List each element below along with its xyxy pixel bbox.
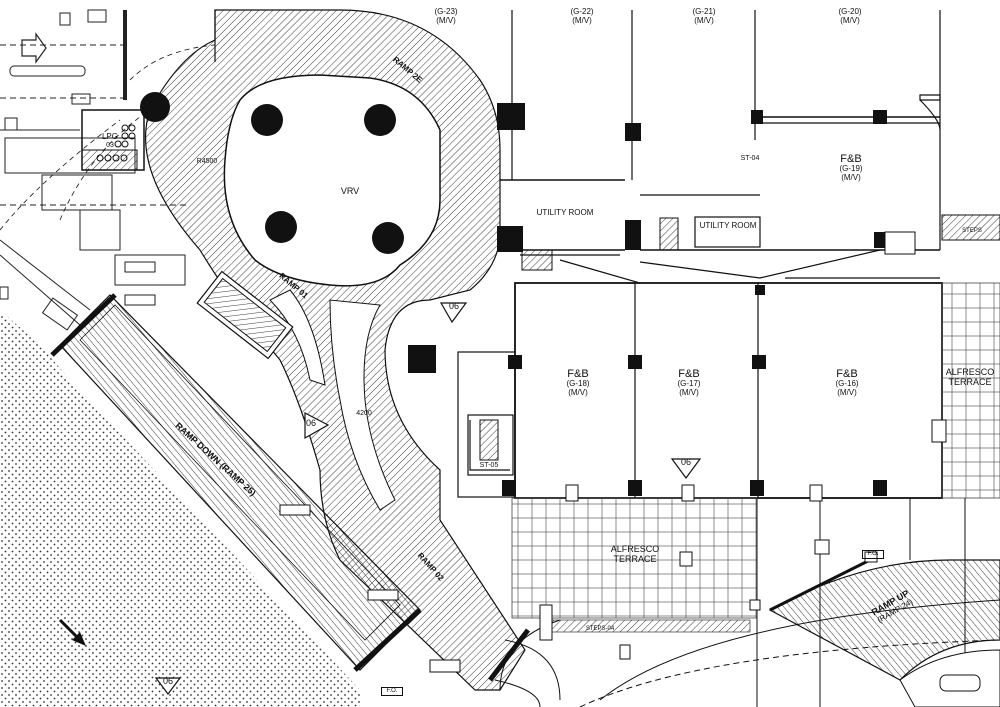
st05-label: ST-05 <box>479 462 499 469</box>
steps-right-label: STEPS <box>962 228 982 234</box>
unit-g22-type: (M/V) <box>572 15 592 25</box>
ramp-equipment-block <box>196 270 294 360</box>
unit-g17-label: F&B (G-17) (M/V) <box>664 368 714 398</box>
north-arrow-icon <box>58 618 86 646</box>
unit-g18-name: F&B <box>567 368 589 380</box>
unit-g19-name: F&B <box>840 153 862 165</box>
top-left-service-area <box>0 9 190 331</box>
lpg-name: LPG <box>101 132 118 141</box>
section-marker-1: 06 <box>448 301 459 311</box>
alfresco-grid-center <box>511 497 758 619</box>
lpg-number: 03 <box>106 141 114 149</box>
ramp-down-25 <box>50 293 422 672</box>
fire-outlet-1: F.O. <box>381 687 403 696</box>
unit-g16-type: (M/V) <box>837 387 857 397</box>
unit-g18-label: F&B (G-18) (M/V) <box>553 368 603 398</box>
stair-st05 <box>479 419 499 461</box>
unit-g23-type: (M/V) <box>436 15 456 25</box>
vrv-core <box>223 74 441 287</box>
unit-g23-code: (G-23) <box>434 7 458 16</box>
unit-g22-label: (G-22) (M/V) <box>561 7 603 26</box>
section-marker-3: 06 <box>680 457 691 467</box>
unit-g20-code: (G-20) <box>838 7 862 16</box>
steps-04-label: STEPS-04 <box>585 626 615 632</box>
unit-g21-label: (G-21) (M/V) <box>683 7 725 26</box>
section-marker-2: 06 <box>305 418 316 428</box>
utility-room-label-1: UTILITY ROOM <box>536 208 594 217</box>
section-marker-4: 06 <box>162 676 173 686</box>
utility-room-label-2: UTILITY ROOM <box>699 221 757 230</box>
unit-g22-code: (G-22) <box>570 7 594 16</box>
unit-g19-code: (G-19) <box>839 164 863 174</box>
radius-label-2: 4200 <box>356 410 372 417</box>
unit-g17-code: (G-17) <box>677 379 701 389</box>
stair-utility <box>521 249 553 271</box>
alfresco-terrace-right-label: ALFRESCO TERRACE <box>945 367 995 387</box>
st04-label: ST-04 <box>740 155 760 162</box>
unit-g16-code: (G-16) <box>835 379 859 389</box>
steps-right <box>941 214 1000 241</box>
landscape-dotted-area <box>0 310 360 707</box>
unit-g17-type: (M/V) <box>679 387 699 397</box>
unit-g23-label: (G-23) (M/V) <box>425 7 467 26</box>
section-markers <box>154 302 702 695</box>
unit-g19-type: (M/V) <box>841 172 861 182</box>
unit-g21-type: (M/V) <box>694 15 714 25</box>
unit-g16-name: F&B <box>836 368 858 380</box>
ramp-up-24 <box>768 558 1000 707</box>
unit-g18-code: (G-18) <box>566 379 590 389</box>
alfresco-terrace-center-label: ALFRESCO TERRACE <box>610 544 660 564</box>
unit-g16-label: F&B (G-16) (M/V) <box>822 368 872 398</box>
lpg-label: LPG 03 <box>95 132 125 149</box>
vrv-label: VRV <box>340 186 360 196</box>
unit-g17-name: F&B <box>678 368 700 380</box>
unit-g20-label: (G-20) (M/V) <box>829 7 871 26</box>
alfresco-grid-right <box>941 282 1000 499</box>
unit-g21-code: (G-21) <box>692 7 716 16</box>
radius-label-1: R4500 <box>196 158 218 165</box>
stair-utility-2 <box>659 217 679 251</box>
unit-g20-type: (M/V) <box>840 15 860 25</box>
ramp-columns <box>140 92 404 254</box>
unit-g18-type: (M/V) <box>568 387 588 397</box>
unit-g19-label: F&B (G-19) (M/V) <box>826 153 876 183</box>
fire-outlet-2: F.O. <box>862 550 884 559</box>
